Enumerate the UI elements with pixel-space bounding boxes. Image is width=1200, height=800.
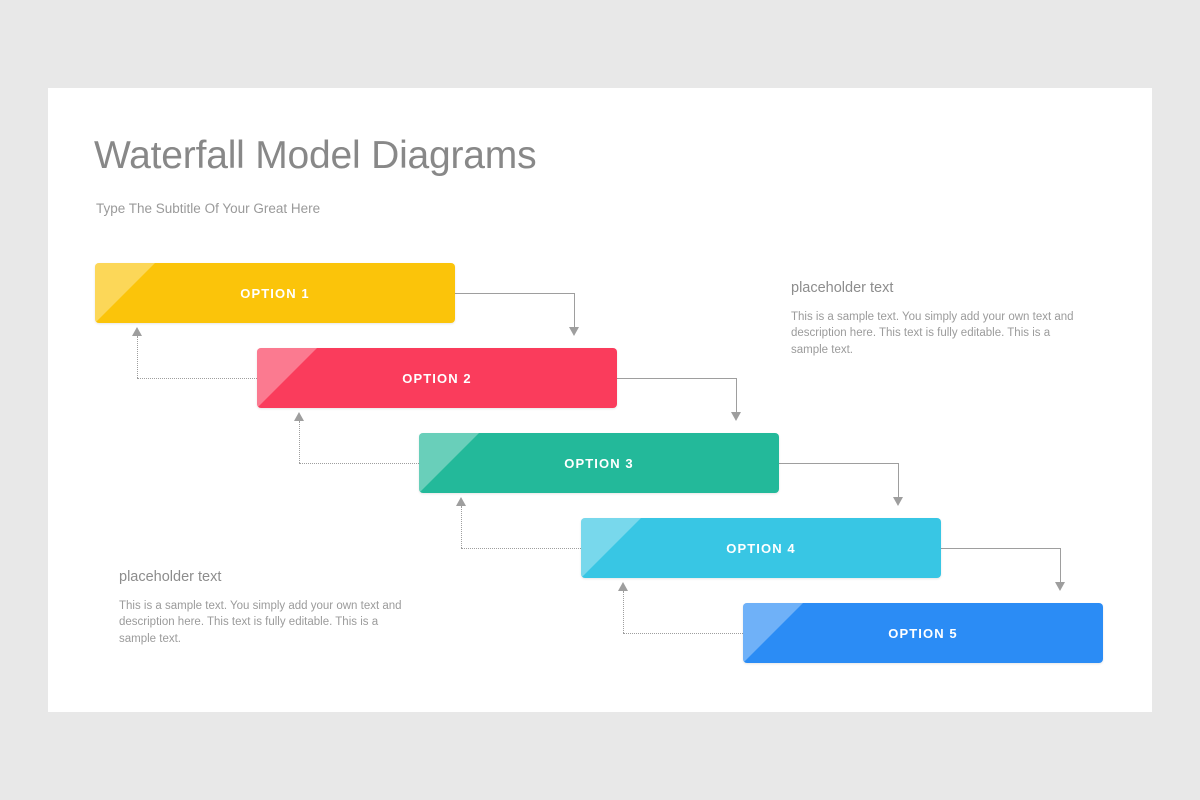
corner-highlight-triangle-icon [743,603,803,663]
connector-return-4-3-vertical [461,506,462,548]
connector-return-5-4-arrowhead [618,582,628,591]
corner-highlight-triangle-icon [419,433,479,493]
slide-canvas: Waterfall Model Diagrams Type The Subtit… [48,88,1152,712]
waterfall-step-3-label: OPTION 3 [564,455,634,471]
waterfall-step-1-label: OPTION 1 [240,285,310,301]
connector-return-2-1-horizontal [137,378,259,379]
connector-forward-4-5-horizontal [941,548,1060,549]
page-title: Waterfall Model Diagrams [94,134,537,177]
waterfall-step-1[interactable]: OPTION 1 [95,263,455,323]
connector-return-4-3-arrowhead [456,497,466,506]
waterfall-step-4[interactable]: OPTION 4 [581,518,941,578]
connector-forward-2-3-horizontal [617,378,736,379]
waterfall-step-5[interactable]: OPTION 5 [743,603,1103,663]
waterfall-step-2[interactable]: OPTION 2 [257,348,617,408]
connector-forward-1-2-horizontal [455,293,574,294]
waterfall-step-4-label: OPTION 4 [726,540,796,556]
note-block-right: placeholder text This is a sample text. … [791,280,1077,358]
connector-forward-1-2-arrowhead [569,327,579,336]
page-subtitle: Type The Subtitle Of Your Great Here [96,201,321,216]
connector-return-5-4-vertical [623,591,624,633]
connector-return-2-1-arrowhead [132,327,142,336]
corner-highlight-triangle-icon [257,348,317,408]
waterfall-step-2-label: OPTION 2 [402,370,472,386]
connector-forward-2-3-arrowhead [731,412,741,421]
waterfall-step-5-label: OPTION 5 [888,625,958,641]
connector-return-4-3-horizontal [461,548,583,549]
connector-forward-2-3-vertical [736,378,737,417]
connector-return-2-1-vertical [137,336,138,378]
connector-forward-4-5-arrowhead [1055,582,1065,591]
connector-return-3-2-horizontal [299,463,421,464]
note-right-body: This is a sample text. You simply add yo… [791,311,1074,356]
connector-forward-3-4-horizontal [779,463,898,464]
corner-highlight-triangle-icon [95,263,155,323]
note-right-title: placeholder text [791,280,894,296]
connector-forward-3-4-vertical [898,463,899,502]
note-left-body: This is a sample text. You simply add yo… [119,600,402,645]
connector-forward-3-4-arrowhead [893,497,903,506]
connector-return-3-2-arrowhead [294,412,304,421]
connector-return-5-4-horizontal [623,633,745,634]
corner-highlight-triangle-icon [581,518,641,578]
note-left-title: placeholder text [119,569,222,585]
connector-forward-1-2-vertical [574,293,575,332]
note-block-left: placeholder text This is a sample text. … [119,569,405,647]
connector-forward-4-5-vertical [1060,548,1061,587]
connector-return-3-2-vertical [299,421,300,463]
waterfall-step-3[interactable]: OPTION 3 [419,433,779,493]
